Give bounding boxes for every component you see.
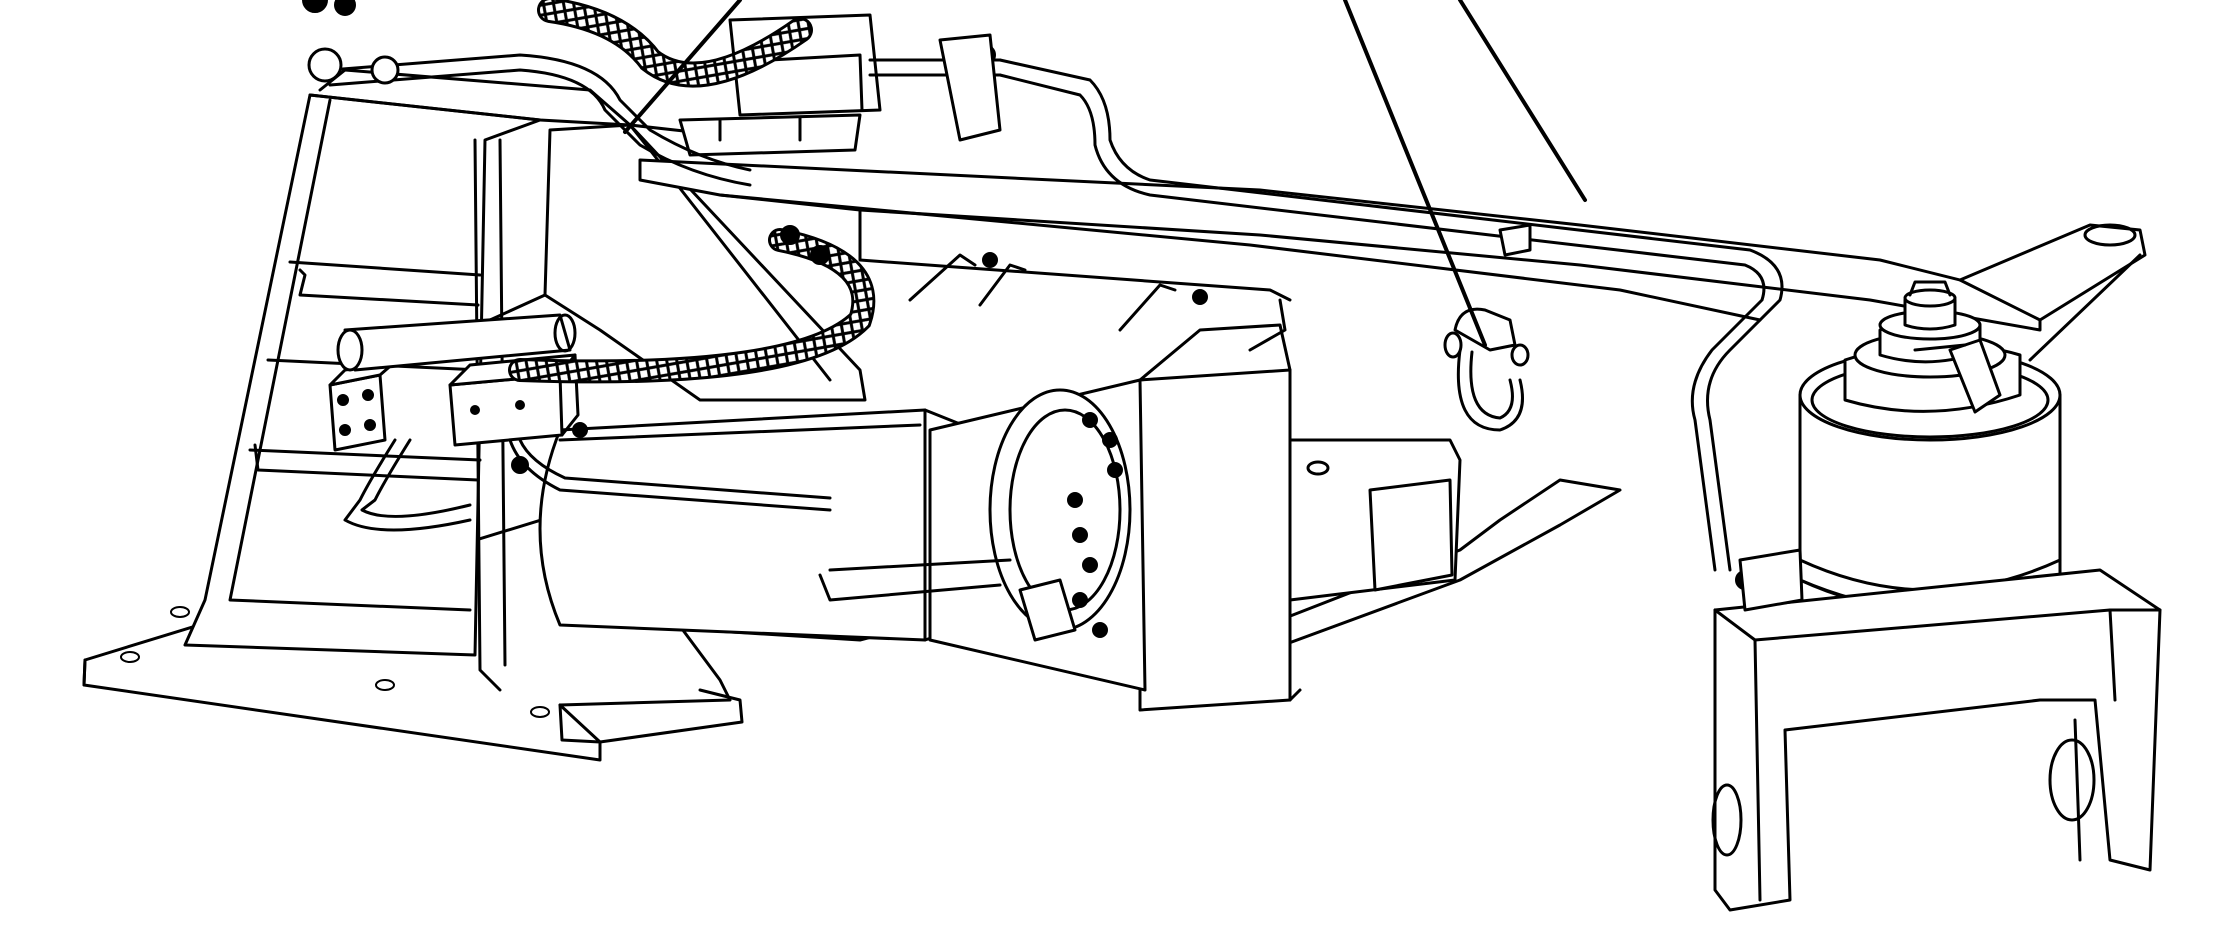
bolt-hole bbox=[375, 679, 395, 691]
fork-clevis bbox=[1711, 568, 2162, 912]
leader-line-3 bbox=[1458, 0, 1587, 202]
hose-fittings bbox=[302, 0, 1804, 612]
lifting-shackle bbox=[1443, 307, 1530, 432]
flange-bolts bbox=[1067, 412, 1123, 638]
braided-hose-upper bbox=[537, 0, 813, 88]
pivot-arm bbox=[1958, 223, 2147, 362]
leader-lines bbox=[623, 0, 1587, 347]
lower-boom-box bbox=[1278, 438, 1462, 602]
braided-hose-lower bbox=[508, 228, 876, 384]
hydraulic-cylinder-left bbox=[336, 313, 577, 372]
leader-line-1 bbox=[623, 0, 742, 134]
bolt-hole bbox=[530, 706, 550, 718]
bolt-hole bbox=[120, 651, 140, 663]
hydraulic-motor bbox=[538, 378, 1147, 692]
arm-brackets bbox=[908, 252, 1208, 332]
leader-line-2 bbox=[1343, 0, 1487, 347]
slewing-turret bbox=[1798, 280, 2062, 632]
mounting-plate bbox=[1138, 323, 1302, 712]
bolt-hole bbox=[170, 606, 190, 618]
